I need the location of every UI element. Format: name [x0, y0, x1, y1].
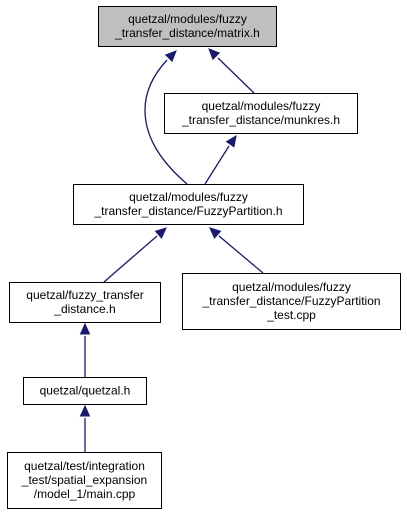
node-matrix[interactable]: quetzal/modules/fuzzy_transfer_distance/…: [98, 6, 277, 47]
node-munkres[interactable]: quetzal/modules/fuzzy_transfer_distance/…: [164, 93, 358, 134]
node-box[interactable]: [98, 6, 277, 47]
node-main[interactable]: quetzal/test/integration_test/spatial_ex…: [7, 452, 162, 509]
edge-fuzzypartition-to-matrix: [144, 50, 188, 185]
edge-arrowhead: [79, 404, 91, 417]
nodes-layer: quetzal/modules/fuzzy_transfer_distance/…: [7, 6, 401, 509]
node-fuzzy_transfer_distance[interactable]: quetzal/fuzzy_transfer_distance.h: [9, 282, 161, 323]
edge-arrowhead: [225, 135, 237, 148]
node-quetzal[interactable]: quetzal/quetzal.h: [23, 377, 147, 405]
edge-fuzzypartition_test-to-fuzzypartition: [209, 227, 264, 274]
node-box[interactable]: [182, 273, 401, 330]
node-label-line: _test.cpp: [266, 308, 316, 322]
node-label-line: quetzal/modules/fuzzy: [202, 99, 321, 113]
edge-quetzal-to-fuzzy_transfer_distance: [79, 322, 91, 377]
node-label-line: /model_1/main.cpp: [34, 487, 136, 501]
edge-munkres-to-matrix: [208, 48, 255, 94]
node-label-line: _transfer_distance/FuzzyPartition: [201, 294, 380, 308]
edge-line: [144, 59, 188, 185]
node-label-line: quetzal/modules/fuzzy: [232, 280, 351, 294]
edge-arrowhead: [208, 48, 221, 61]
edge-arrowhead: [79, 322, 91, 335]
node-label-line: _transfer_distance/FuzzyPartition.h: [93, 204, 282, 218]
node-fuzzypartition[interactable]: quetzal/modules/fuzzy_transfer_distance/…: [73, 184, 304, 225]
node-label-line: _transfer_distance/munkres.h: [181, 113, 340, 127]
node-label-line: _test/spatial_expansion: [21, 473, 147, 487]
node-label-line: _distance.h: [53, 302, 115, 316]
edge-line: [217, 57, 255, 94]
node-label-line: quetzal/quetzal.h: [40, 384, 131, 398]
edge-arrowhead: [154, 227, 167, 239]
node-box[interactable]: [9, 282, 161, 323]
edge-main-to-quetzal: [79, 404, 91, 452]
node-label-line: quetzal/fuzzy_transfer: [26, 288, 143, 302]
edge-arrowhead: [209, 227, 222, 239]
node-fuzzypartition_test[interactable]: quetzal/modules/fuzzy_transfer_distance/…: [182, 273, 401, 330]
node-box[interactable]: [73, 184, 304, 225]
node-box[interactable]: [164, 93, 358, 134]
node-box[interactable]: [23, 377, 147, 405]
node-label-line: quetzal/test/integration: [24, 459, 145, 473]
edges-layer: [79, 48, 264, 452]
edge-line: [218, 235, 264, 274]
edge-line: [204, 145, 230, 185]
edge-line: [103, 235, 158, 283]
node-label-line: quetzal/modules/fuzzy: [128, 12, 247, 26]
node-label-line: _transfer_distance/matrix.h: [114, 26, 260, 40]
edge-fuzzypartition-to-munkres: [204, 135, 237, 185]
node-box[interactable]: [7, 452, 162, 509]
node-label-line: quetzal/modules/fuzzy: [129, 190, 248, 204]
edge-fuzzy_transfer_distance-to-fuzzypartition: [103, 227, 167, 283]
edge-arrowhead: [164, 50, 177, 63]
